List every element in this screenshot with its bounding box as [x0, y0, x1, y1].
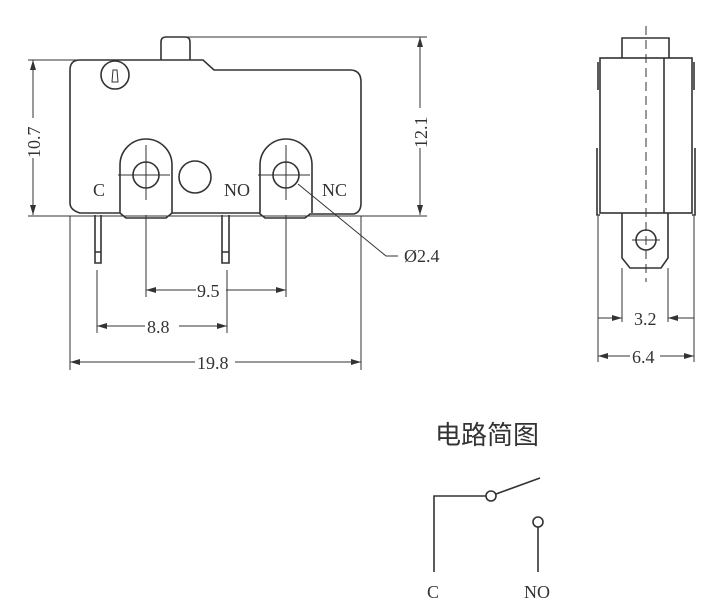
- switch-body: [69, 59, 362, 219]
- front-view: C NO NC 10.7 12.1 9.5 8.8 19.8 Ø2.4: [24, 36, 440, 373]
- rivet: [178, 160, 212, 194]
- circuit-label-c: C: [427, 582, 439, 602]
- circuit-label-no: NO: [524, 582, 550, 602]
- side-view: 3.2 6.4: [596, 26, 696, 367]
- label-nc: NC: [322, 180, 347, 200]
- dim-tab-width: 3.2: [634, 309, 657, 329]
- dim-hole-diameter: Ø2.4: [404, 246, 440, 266]
- circuit-diagram: 电路简图 C NO: [427, 421, 550, 602]
- mount-mark: [100, 60, 130, 90]
- label-no: NO: [224, 180, 250, 200]
- dim-total-height: 12.1: [411, 117, 431, 149]
- dim-pin-pitch: 8.8: [147, 317, 170, 337]
- terminal-lug-c: [119, 138, 173, 213]
- pin-no: [221, 215, 230, 264]
- dim-width: 19.8: [197, 353, 229, 373]
- dim-hole-pitch: 9.5: [197, 281, 220, 301]
- dim-body-height: 10.7: [24, 127, 44, 159]
- dim-side-width: 6.4: [632, 347, 655, 367]
- pin-c: [94, 215, 102, 264]
- actuator: [160, 36, 191, 60]
- label-c: C: [93, 180, 105, 200]
- circuit-title: 电路简图: [435, 421, 539, 451]
- terminal-lug-nc: [259, 138, 313, 213]
